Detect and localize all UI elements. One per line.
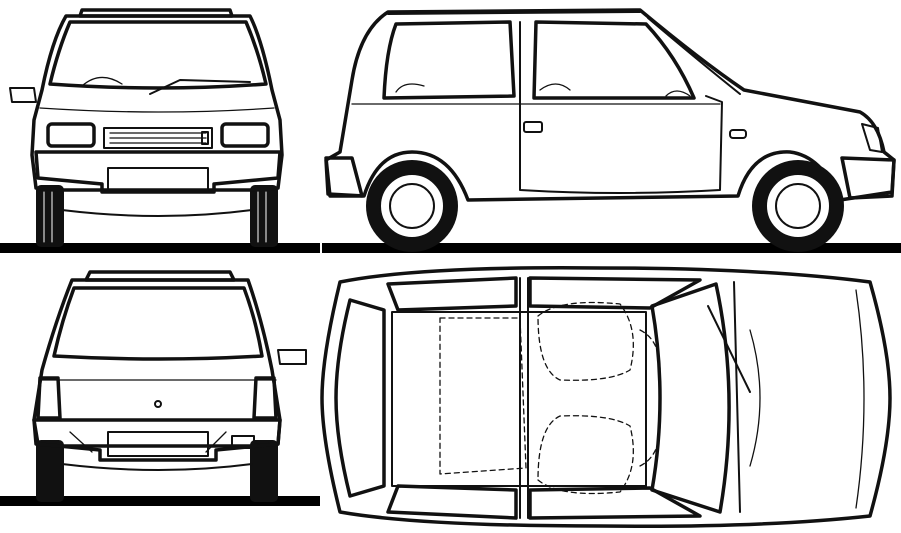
side-view <box>322 8 901 253</box>
side-rear-hub <box>389 183 435 229</box>
front-view <box>0 8 320 253</box>
front-grille <box>103 127 213 149</box>
top-roof-panel <box>391 311 647 487</box>
rear-bumper <box>32 418 282 462</box>
top-wiper <box>707 305 751 393</box>
front-body-outline <box>30 14 284 192</box>
top-windshield <box>650 282 731 514</box>
side-front-bumper <box>840 156 896 200</box>
top-left-rear-window <box>386 276 518 312</box>
rear-right-tyre <box>250 440 278 502</box>
left-front-seat <box>537 301 634 381</box>
front-ground-line <box>0 243 320 253</box>
left-headlight <box>46 122 96 148</box>
front-underbody <box>61 209 253 217</box>
hood-line <box>39 107 275 113</box>
side-marker <box>729 129 747 139</box>
b-pillars <box>519 277 529 519</box>
rear-ground-line <box>0 496 320 506</box>
hood-crease <box>749 329 761 467</box>
bumper-details <box>69 431 227 453</box>
top-left-door-window <box>528 276 702 310</box>
top-right-rear-window <box>386 484 518 520</box>
rear-plate <box>107 431 209 457</box>
left-tail-light <box>36 376 62 420</box>
side-door <box>519 21 723 194</box>
dashboard-outline <box>639 329 661 467</box>
rear-underbody <box>61 463 253 471</box>
rear-window <box>52 286 264 361</box>
side-windshield <box>647 17 741 95</box>
right-tail-light <box>252 376 278 420</box>
side-rear-window <box>382 20 516 100</box>
right-front-seat <box>537 415 634 495</box>
top-right-door-window <box>528 486 702 520</box>
top-rear-window <box>334 298 386 498</box>
front-bumper-top <box>855 289 865 509</box>
side-ground-line <box>322 243 901 253</box>
side-headlight <box>861 123 883 153</box>
front-badge <box>201 131 209 145</box>
front-windshield <box>48 20 268 90</box>
roof-rail <box>387 11 641 15</box>
front-mirror <box>9 87 37 103</box>
front-wiper <box>149 79 251 95</box>
steering-wheel-hint <box>81 76 123 87</box>
seat-headrests <box>395 83 691 97</box>
front-plate <box>107 167 209 191</box>
rear-seat-outline <box>439 317 527 475</box>
front-right-tyre <box>250 185 278 247</box>
side-front-hub <box>775 183 821 229</box>
right-headlight <box>220 122 270 148</box>
top-view <box>320 266 892 529</box>
tailgate-lock <box>154 400 162 408</box>
side-door-window <box>532 20 696 100</box>
side-rear-bumper <box>324 156 364 198</box>
grille-slats <box>109 132 207 144</box>
front-left-tyre <box>36 185 64 247</box>
top-body-outline <box>320 266 892 529</box>
rear-mirror <box>277 349 307 365</box>
front-bumper <box>34 150 282 194</box>
rear-fog-light <box>231 435 255 449</box>
rear-left-tyre <box>36 440 64 502</box>
door-handle <box>523 121 543 133</box>
rear-view <box>0 270 320 506</box>
hood-edge <box>733 281 741 513</box>
